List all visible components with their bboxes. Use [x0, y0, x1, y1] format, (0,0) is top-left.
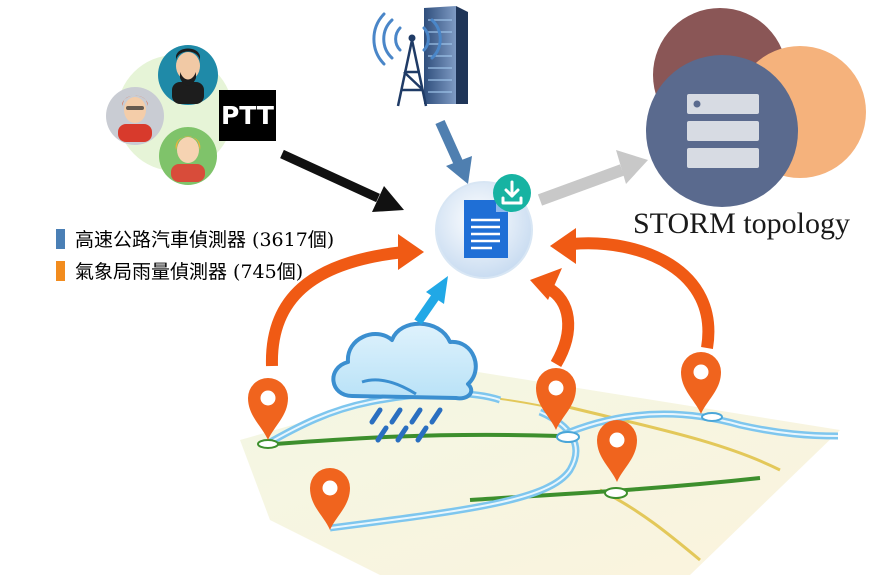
arrow-head-icon: [550, 228, 576, 264]
map-pins: [248, 352, 721, 530]
arrow-head-icon: [530, 268, 562, 300]
location-pin-icon: [597, 420, 637, 482]
location-pin-icon: [536, 368, 576, 430]
legend-label: 氣象局雨量偵測器 (745個): [75, 261, 304, 283]
tower-flow-arrow: [435, 119, 472, 184]
download-icon: [501, 180, 523, 205]
rain-cloud-icon: [331, 321, 478, 443]
location-pin-icon: [248, 378, 288, 440]
server-stack-icon: [687, 94, 759, 168]
location-pin-icon: [681, 352, 721, 414]
cell-tower-icon: [372, 6, 468, 107]
storm-topology-icon: [646, 8, 866, 207]
user-avatar-icon: [159, 127, 217, 185]
legend-item-rainfall: 氣象局雨量偵測器 (745個): [56, 257, 303, 284]
social-users-group: [106, 45, 233, 185]
user-avatar-icon: [158, 45, 218, 105]
ptt-label: PTT: [221, 101, 274, 130]
weather-flow-arrow: [414, 276, 448, 325]
sensor-flow-arrows: [265, 237, 715, 368]
ptt-logo: PTT: [219, 90, 276, 141]
data-hub-icon: [435, 174, 533, 279]
legend-item-highway: 高速公路汽車偵測器 (3617個): [56, 225, 334, 252]
storm-topology-label: STORM topology: [633, 207, 850, 240]
user-avatar-icon: [106, 87, 164, 145]
legend-swatch: [56, 260, 65, 281]
legend-swatch: [56, 228, 65, 249]
arrow-head-icon: [398, 234, 424, 270]
social-flow-arrow: [280, 149, 404, 212]
location-pin-icon: [310, 468, 350, 530]
legend-label: 高速公路汽車偵測器 (3617個): [75, 229, 335, 251]
output-flow-arrow: [537, 150, 648, 206]
